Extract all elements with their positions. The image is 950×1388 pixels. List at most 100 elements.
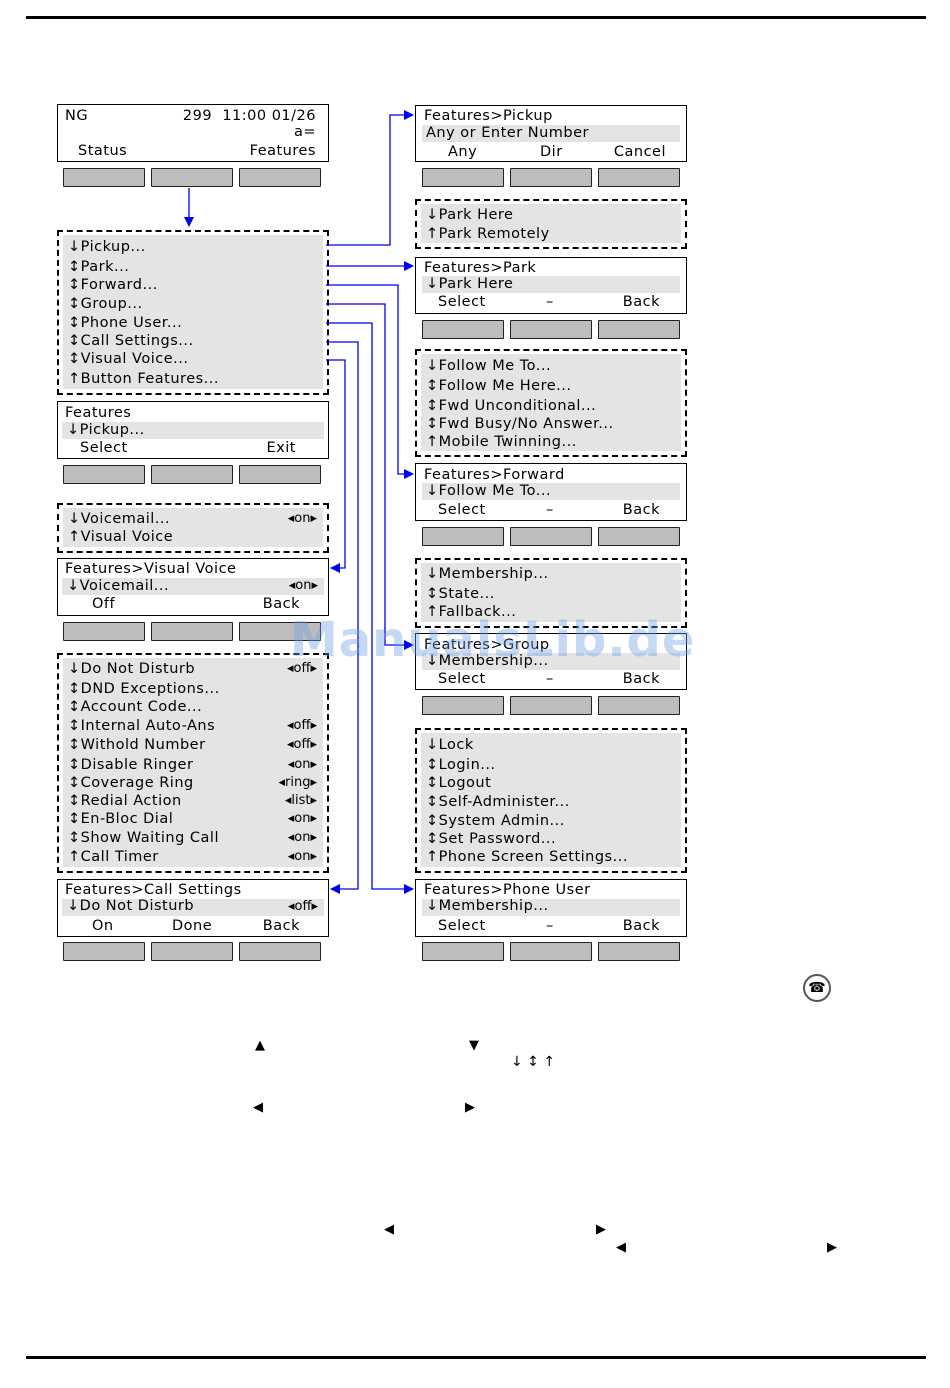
menu-item-forward[interactable]: ↕Forward...: [68, 277, 158, 293]
group-soft-dash[interactable]: –: [546, 671, 554, 687]
cs-item-toggle[interactable]: ◂off▸: [288, 899, 318, 914]
menu-item-button-features[interactable]: ↑Button Features...: [68, 371, 220, 387]
call-settings-item[interactable]: ↕DND Exceptions...: [68, 681, 220, 697]
fwd-menu-follow-me-to[interactable]: ↓Follow Me To...: [426, 358, 552, 374]
pu-menu-self-administer[interactable]: ↕Self-Administer...: [426, 794, 570, 810]
softkey-3[interactable]: [239, 465, 321, 484]
pu-soft-back[interactable]: Back: [622, 918, 660, 934]
vv-item-toggle[interactable]: ◂on▸: [288, 578, 318, 593]
cs-soft-back[interactable]: Back: [262, 918, 300, 934]
softkey-1[interactable]: [422, 320, 504, 339]
softkey-1[interactable]: [422, 696, 504, 715]
home-soft-status[interactable]: Status: [78, 143, 128, 159]
park-menu-here[interactable]: ↓Park Here: [426, 207, 514, 223]
features-soft-select[interactable]: Select: [80, 440, 128, 456]
softkey-3[interactable]: [239, 942, 321, 961]
pu-menu-login[interactable]: ↕Login...: [426, 757, 496, 773]
menu-item-pickup[interactable]: ↓Pickup...: [68, 239, 146, 255]
call-settings-item-toggle[interactable]: ◂off▸: [287, 737, 317, 752]
group-menu-fallback[interactable]: ↑Fallback...: [426, 604, 517, 620]
softkey-3[interactable]: [598, 168, 680, 187]
call-settings-item-toggle[interactable]: ◂on▸: [287, 830, 317, 845]
vv-menu-voicemail-toggle[interactable]: ◂on▸: [287, 511, 317, 526]
softkey-2[interactable]: [510, 527, 592, 546]
softkey-1[interactable]: [422, 527, 504, 546]
features-soft-exit[interactable]: Exit: [266, 440, 296, 456]
call-settings-item[interactable]: ↓Do Not Disturb: [68, 661, 196, 677]
softkey-1[interactable]: [422, 942, 504, 961]
call-settings-item[interactable]: ↕Account Code...: [68, 699, 203, 715]
pu-soft-select[interactable]: Select: [438, 918, 486, 934]
call-settings-item[interactable]: ↕Redial Action: [68, 793, 182, 809]
call-settings-item-toggle[interactable]: ◂on▸: [287, 811, 317, 826]
menu-item-park[interactable]: ↕Park...: [68, 259, 130, 275]
call-settings-item-toggle[interactable]: ◂on▸: [287, 757, 317, 772]
menu-item-call-settings[interactable]: ↕Call Settings...: [68, 333, 194, 349]
softkey-2[interactable]: [151, 622, 233, 641]
park-soft-back[interactable]: Back: [622, 294, 660, 310]
pu-menu-set-password[interactable]: ↕Set Password...: [426, 831, 557, 847]
pu-menu-lock[interactable]: ↓Lock: [426, 737, 474, 753]
softkey-2[interactable]: [510, 168, 592, 187]
pu-menu-screen-settings[interactable]: ↑Phone Screen Settings...: [426, 849, 628, 865]
softkey-1[interactable]: [63, 942, 145, 961]
softkey-2[interactable]: [510, 696, 592, 715]
menu-item-visual-voice[interactable]: ↕Visual Voice...: [68, 351, 189, 367]
group-menu-state[interactable]: ↕State...: [426, 586, 495, 602]
softkey-2[interactable]: [151, 465, 233, 484]
pickup-soft-cancel[interactable]: Cancel: [613, 144, 666, 160]
vv-soft-back[interactable]: Back: [262, 596, 300, 612]
group-soft-select[interactable]: Select: [438, 671, 486, 687]
call-settings-item-toggle[interactable]: ◂ring▸: [278, 775, 318, 790]
pu-soft-dash[interactable]: –: [546, 918, 554, 934]
softkey-2[interactable]: [151, 942, 233, 961]
fwd-menu-mobile-twinning[interactable]: ↑Mobile Twinning...: [426, 434, 577, 450]
fwd-menu-follow-me-here[interactable]: ↕Follow Me Here...: [426, 378, 572, 394]
call-settings-item-toggle[interactable]: ◂off▸: [287, 718, 317, 733]
pu-menu-logout[interactable]: ↕Logout: [426, 775, 492, 791]
pickup-soft-any[interactable]: Any: [448, 144, 478, 160]
home-soft-features[interactable]: Features: [249, 143, 316, 159]
cs-soft-on[interactable]: On: [92, 918, 114, 934]
softkey-2[interactable]: [510, 942, 592, 961]
menu-item-group[interactable]: ↕Group...: [68, 296, 143, 312]
call-settings-item-toggle[interactable]: ◂on▸: [287, 849, 317, 864]
softkey-1[interactable]: [422, 168, 504, 187]
softkey-3[interactable]: [598, 942, 680, 961]
pu-menu-system-admin[interactable]: ↕System Admin...: [426, 813, 565, 829]
fwd-soft-select[interactable]: Select: [438, 502, 486, 518]
park-menu-remotely[interactable]: ↑Park Remotely: [426, 226, 550, 242]
call-settings-item[interactable]: ↕Show Waiting Call: [68, 830, 219, 846]
fwd-menu-busy-no-answer[interactable]: ↕Fwd Busy/No Answer...: [426, 416, 614, 432]
call-settings-item[interactable]: ↕Internal Auto-Ans: [68, 718, 216, 734]
fwd-soft-dash[interactable]: –: [546, 502, 554, 518]
fwd-menu-unconditional[interactable]: ↕Fwd Unconditional...: [426, 398, 597, 414]
softkey-2[interactable]: [510, 320, 592, 339]
menu-item-phone-user[interactable]: ↕Phone User...: [68, 315, 183, 331]
call-settings-item[interactable]: ↕Withold Number: [68, 737, 206, 753]
softkey-3[interactable]: [239, 168, 321, 187]
park-soft-dash[interactable]: –: [546, 294, 554, 310]
group-menu-membership[interactable]: ↓Membership...: [426, 566, 549, 582]
park-soft-select[interactable]: Select: [438, 294, 486, 310]
cs-soft-done[interactable]: Done: [172, 918, 213, 934]
softkey-3[interactable]: [598, 320, 680, 339]
call-settings-item[interactable]: ↕En-Bloc Dial: [68, 811, 174, 827]
vv-menu-visual-voice[interactable]: ↑Visual Voice: [68, 529, 174, 545]
fwd-soft-back[interactable]: Back: [622, 502, 660, 518]
softkey-1[interactable]: [63, 168, 145, 187]
vv-soft-off[interactable]: Off: [92, 596, 116, 612]
call-settings-item-toggle[interactable]: ◂off▸: [287, 661, 317, 676]
vv-menu-voicemail[interactable]: ↓Voicemail...: [68, 511, 171, 527]
call-settings-item-toggle[interactable]: ◂list▸: [284, 793, 317, 808]
softkey-2[interactable]: [151, 168, 233, 187]
call-settings-item[interactable]: ↑Call Timer: [68, 849, 159, 865]
softkey-3[interactable]: [598, 696, 680, 715]
call-settings-item[interactable]: ↕Disable Ringer: [68, 757, 194, 773]
softkey-3[interactable]: [239, 622, 321, 641]
softkey-1[interactable]: [63, 465, 145, 484]
softkey-3[interactable]: [598, 527, 680, 546]
call-settings-item[interactable]: ↕Coverage Ring: [68, 775, 194, 791]
group-soft-back[interactable]: Back: [622, 671, 660, 687]
softkey-1[interactable]: [63, 622, 145, 641]
